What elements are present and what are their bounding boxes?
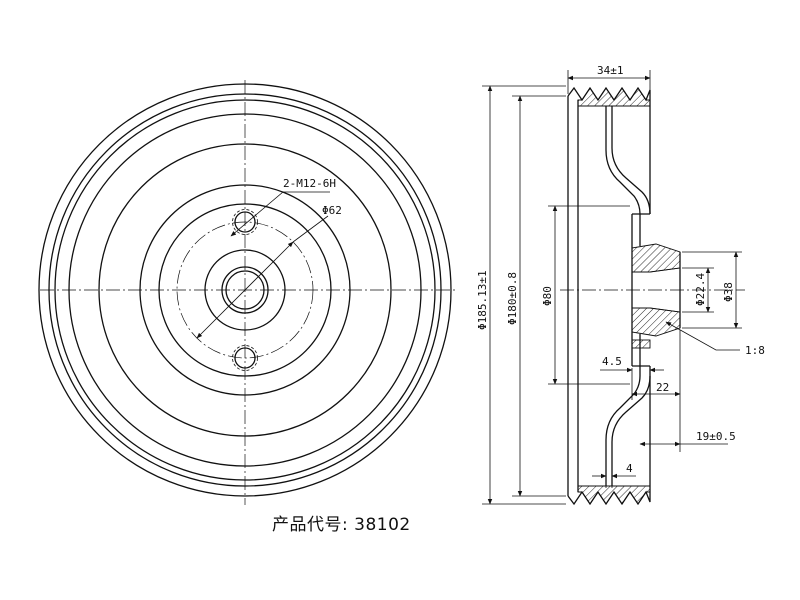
flange-section: [631, 339, 651, 349]
hub-dia-dim: Φ38: [722, 282, 735, 302]
bolt-circle-leader: [292, 215, 329, 243]
inner-dia-dim: Φ80: [541, 286, 554, 306]
product-code-value: 38102: [354, 515, 411, 535]
rim-circle-2: [48, 93, 442, 487]
web-profile-top-inner: [611, 106, 651, 215]
product-code-caption: 产品代号: 38102: [272, 510, 411, 535]
section-view: 34±1 Φ185.13±1 Φ180±0.8 Φ80 Φ22.4 Φ38 1:…: [476, 64, 765, 506]
rim-section-top: [577, 87, 651, 107]
bolt-circle: [176, 221, 314, 359]
threaded-hole-top: [232, 209, 258, 235]
thread-leader: [230, 191, 330, 237]
hub-flange-circle: [139, 184, 351, 396]
bolt-circle-dim: Φ62: [322, 204, 342, 217]
web-profile-top: [605, 106, 641, 246]
hub-section-top: [631, 243, 681, 273]
rim-section-bottom: [577, 485, 651, 505]
width-dim: 34±1: [597, 64, 624, 77]
outer-dia-dim: Φ185.13±1: [476, 270, 489, 330]
taper-bore-bottom: [649, 307, 681, 313]
flange-thickness-dim: 4.5: [602, 355, 622, 368]
product-code-label: 产品代号:: [272, 515, 349, 535]
offset-dim: 19±0.5: [696, 430, 736, 443]
taper-bore-top: [649, 267, 681, 273]
bolt-circle-dim-line: [196, 241, 294, 339]
bore-dia-dim: Φ22.4: [694, 273, 707, 306]
threaded-hole-bottom: [232, 345, 258, 371]
taper-leader: [665, 321, 740, 351]
web-profile-bottom-inner: [611, 375, 651, 486]
hub-section-bottom: [631, 307, 681, 337]
hub-flange-inner-circle: [158, 203, 332, 377]
web-circle: [98, 143, 392, 437]
thread-callout: 2-M12-6H: [283, 177, 336, 190]
taper-dim: 1:8: [745, 344, 765, 357]
groove-dia-dim: Φ180±0.8: [506, 272, 519, 325]
rim-inner-circle: [68, 113, 422, 467]
outer-rim-circle: [38, 83, 452, 497]
rim-circle-3: [54, 99, 436, 481]
hub-length-dim: 22: [656, 381, 669, 394]
front-view: 2-M12-6H Φ62: [38, 80, 455, 505]
web-profile-bottom: [605, 334, 641, 486]
wall-thickness-dim: 4: [626, 462, 633, 475]
